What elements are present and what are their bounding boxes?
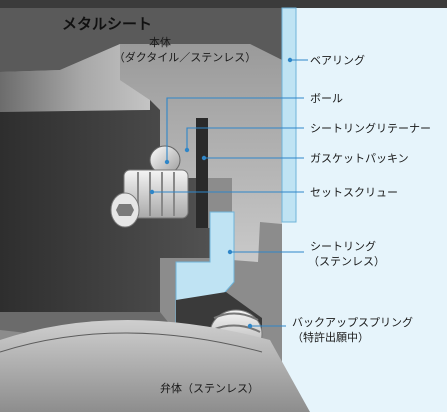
background-blue-panel bbox=[282, 6, 447, 412]
body-label-line2: （ダクタイル／ステンレス） bbox=[114, 50, 257, 64]
leader-lines bbox=[149, 57, 308, 329]
top-dark-band bbox=[0, 0, 447, 8]
label-backup-spring: バックアップスプリング bbox=[292, 315, 413, 329]
bearing bbox=[281, 7, 297, 223]
label-seat-ring-material: （ステンレス） bbox=[308, 255, 385, 268]
label-set-screw: セットスクリュー bbox=[310, 186, 398, 199]
disc bbox=[0, 320, 310, 412]
label-ball: ボール bbox=[310, 92, 343, 105]
label-disc: 弁体（ステンレス） bbox=[160, 381, 259, 395]
gasket-packing bbox=[196, 118, 208, 228]
label-seat-ring: シートリング bbox=[310, 239, 376, 253]
label-seat-ring-retainer: シートリングリテーナー bbox=[310, 121, 431, 135]
label-backup-spring-note: （特許出願中） bbox=[292, 330, 369, 344]
set-screw bbox=[110, 169, 189, 228]
body-top-shadow bbox=[0, 8, 282, 72]
disc-edge bbox=[0, 332, 263, 353]
body-label-line1: 本体 bbox=[149, 35, 171, 49]
label-gasket-packing: ガスケットパッキン bbox=[310, 152, 409, 165]
body-left-face bbox=[0, 44, 150, 112]
label-bearing: ベアリング bbox=[310, 53, 365, 67]
diagram-title: メタルシート bbox=[62, 15, 152, 33]
